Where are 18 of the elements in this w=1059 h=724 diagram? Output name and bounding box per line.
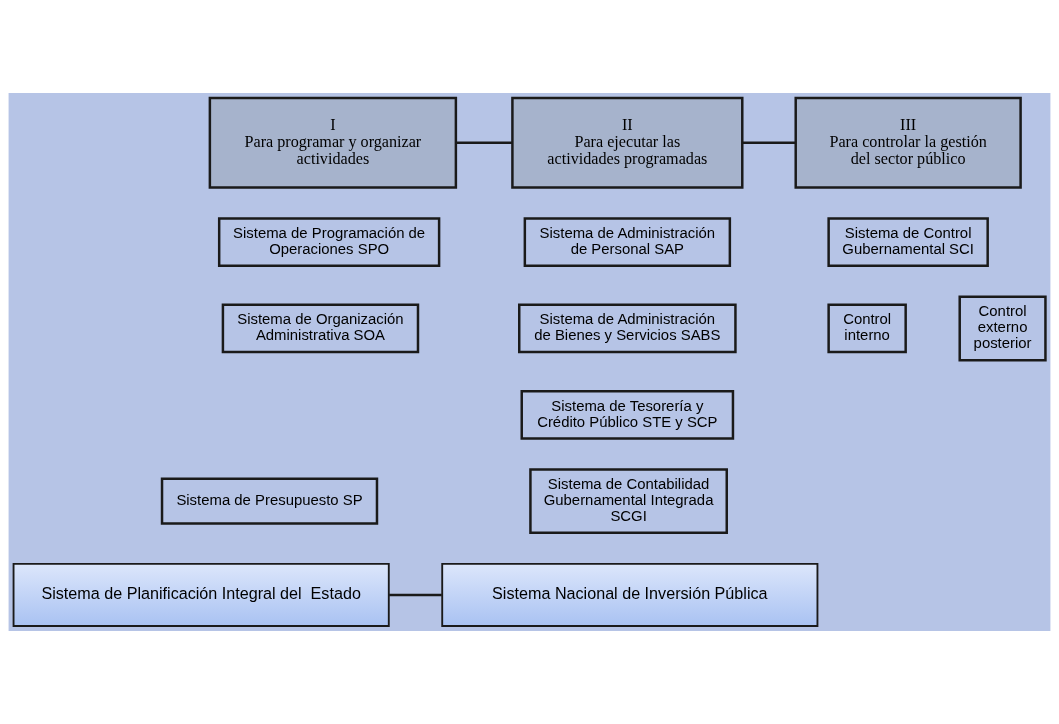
node-box: Control interno (827, 303, 907, 354)
node-box: I Para programar y organizar actividades (208, 96, 458, 189)
node-box: III Para controlar la gestión del sector público (794, 96, 1022, 189)
node-box: Sistema de Tesorería y Crédito Público STE y SCP (520, 389, 735, 440)
node-box: Sistema Nacional de Inversión Pública (441, 563, 819, 627)
connector (742, 141, 796, 144)
connector (455, 141, 513, 144)
node-box: Sistema de Control Gubernamental SCI (827, 217, 989, 267)
node-box: Sistema de Programación de Operaciones SPO (217, 217, 441, 267)
node-box: Sistema de Organización Administrativa SOA (221, 303, 420, 354)
node-box: Sistema de Presupuesto SP (160, 477, 379, 525)
node-box: Sistema de Administración de Personal SAP (523, 217, 732, 267)
connector (389, 593, 442, 597)
node-box: Sistema de Administración de Bienes y Servicios SABS (518, 303, 737, 354)
node-box: Sistema de Contabilidad Gubernamental Integrada SCGI (529, 468, 728, 535)
node-box: Control externo posterior (958, 295, 1047, 362)
node-box: Sistema de Planificación Integral del Estado (12, 563, 390, 627)
node-box: II Para ejecutar las actividades programadas (511, 96, 744, 189)
